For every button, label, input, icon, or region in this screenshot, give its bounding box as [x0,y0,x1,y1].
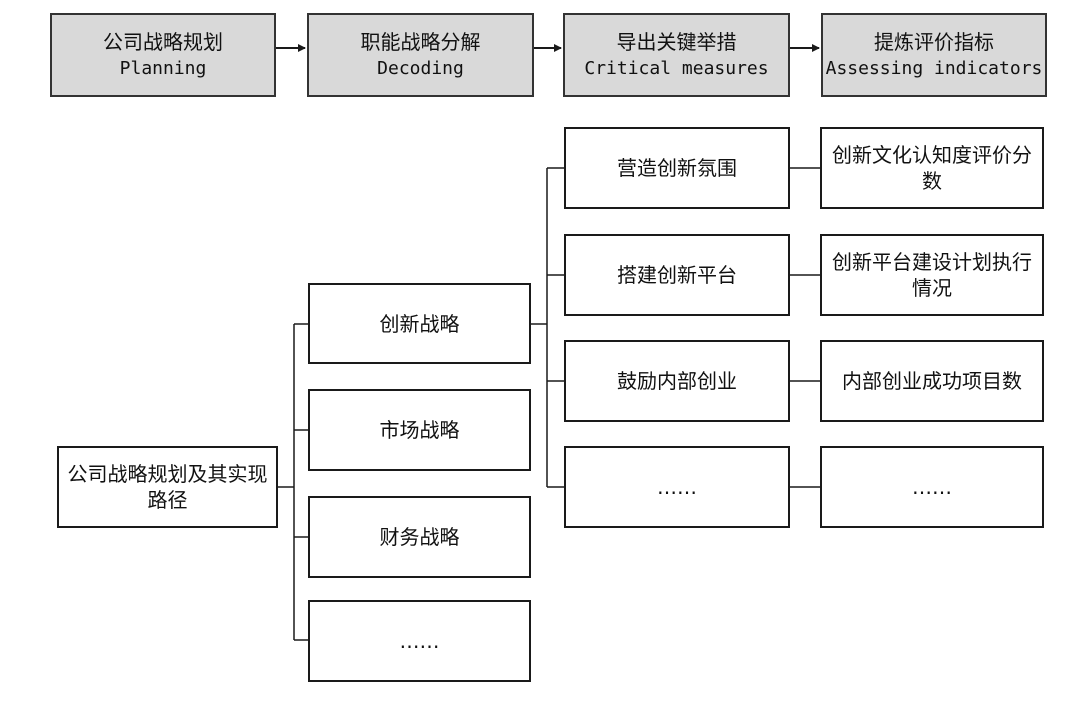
indicator-culture-score: 创新文化认知度评价分数 [820,127,1044,209]
functional-more: …… [308,600,531,682]
indicator-more: …… [820,446,1044,528]
root-node-label: 公司战略规划及其实现路径 [67,462,268,512]
functional-more-label: …… [399,629,440,653]
measure-entrepreneurship-label: 鼓励内部创业 [617,369,737,393]
measure-platform: 搭建创新平台 [564,234,790,316]
measure-atmosphere: 营造创新氛围 [564,127,790,209]
header-decoding-en: Decoding [377,58,464,80]
indicator-more-label: …… [912,475,952,499]
measure-entrepreneurship: 鼓励内部创业 [564,340,790,422]
header-assessing-indicators-en: Assessing indicators [825,58,1043,80]
indicator-startup-count: 内部创业成功项目数 [820,340,1044,422]
measure-platform-label: 搭建创新平台 [617,263,737,287]
header-decoding: 职能战略分解 Decoding [307,13,534,97]
header-planning-zh: 公司战略规划 [103,30,223,55]
functional-innovation: 创新战略 [308,283,531,364]
header-planning: 公司战略规划 Planning [50,13,276,97]
indicator-platform-plan: 创新平台建设计划执行情况 [820,234,1044,316]
header-critical-measures: 导出关键举措 Critical measures [563,13,790,97]
measure-more-label: …… [657,475,697,499]
header-assessing-indicators-zh: 提炼评价指标 [874,30,994,55]
measure-more: …… [564,446,790,528]
header-critical-measures-en: Critical measures [584,58,769,80]
functional-innovation-label: 创新战略 [379,311,460,336]
header-assessing-indicators: 提炼评价指标 Assessing indicators [821,13,1047,97]
functional-finance: 财务战略 [308,496,531,578]
header-critical-measures-zh: 导出关键举措 [616,30,737,55]
root-node: 公司战略规划及其实现路径 [57,446,278,528]
functional-market: 市场战略 [308,389,531,471]
header-decoding-zh: 职能战略分解 [360,30,481,55]
indicator-startup-count-label: 内部创业成功项目数 [842,369,1022,393]
indicator-platform-plan-label: 创新平台建设计划执行情况 [832,250,1032,300]
indicator-culture-score-label: 创新文化认知度评价分数 [832,143,1032,193]
header-planning-en: Planning [119,58,207,80]
functional-finance-label: 财务战略 [379,525,460,549]
measure-atmosphere-label: 营造创新氛围 [617,156,737,180]
functional-market-label: 市场战略 [379,418,460,442]
